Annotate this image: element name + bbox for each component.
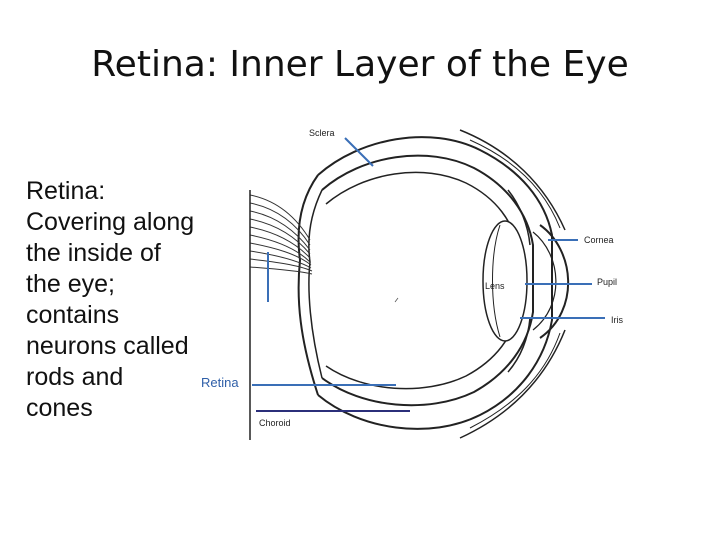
iris-lower	[507, 317, 531, 373]
sclera-outline	[317, 136, 553, 430]
label-sclera: Sclera	[309, 128, 335, 138]
iris-upper	[507, 189, 531, 246]
posterior-wall	[297, 174, 319, 396]
eyelid-upper-2	[469, 139, 561, 229]
label-pupil: Pupil	[597, 277, 617, 287]
posterior-wall-inner	[308, 189, 323, 379]
eyelid-lower	[459, 329, 566, 439]
sclera-pointer	[344, 137, 374, 167]
label-choroid: Choroid	[259, 418, 291, 428]
slide-title: Retina: Inner Layer of the Eye	[91, 44, 629, 85]
label-cornea: Cornea	[584, 235, 614, 245]
lens-inner-arc	[492, 224, 501, 338]
eyelid-upper	[459, 129, 566, 231]
label-retina: Retina	[201, 375, 239, 390]
label-iris: Iris	[611, 315, 623, 325]
eye-muscle-fibers	[249, 194, 313, 275]
center-mark	[394, 297, 399, 303]
cornea-inner	[532, 231, 557, 331]
choroid-outline	[321, 154, 534, 407]
eyelid-lower-2	[469, 332, 561, 429]
body-text: Retina: Covering along the inside of the…	[26, 177, 195, 422]
cornea-outline	[539, 224, 570, 339]
label-lens: Lens	[485, 281, 505, 291]
